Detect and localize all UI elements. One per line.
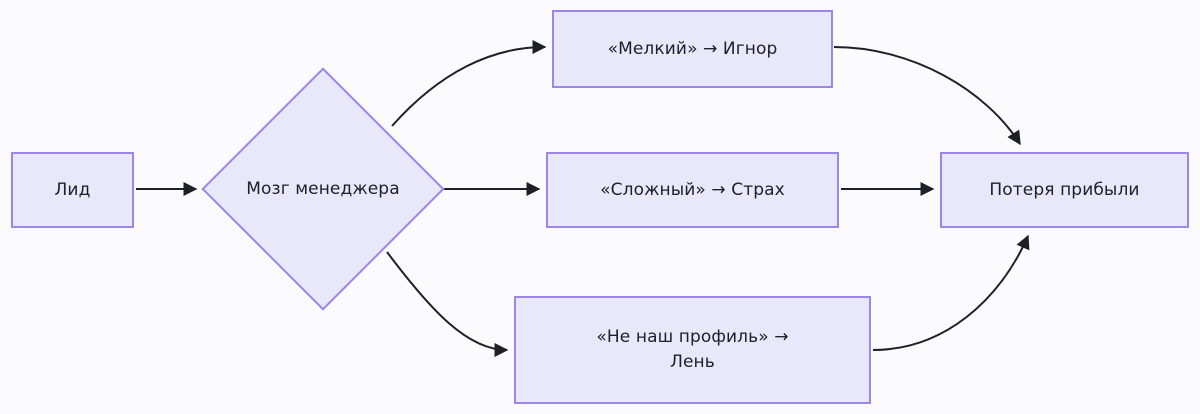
node-profit-loss[interactable]: Потеря прибыли <box>940 152 1189 228</box>
node-complex-fear[interactable]: «Сложный» → Страх <box>546 152 839 228</box>
edge-not-our-profile-to-profit-loss <box>872 234 1030 351</box>
node-small-ignore[interactable]: «Мелкий» → Игнор <box>552 10 833 88</box>
edge-small-to-profit-loss <box>833 46 1021 146</box>
node-manager-brain[interactable]: Мозг менеджера <box>201 67 445 311</box>
node-lead[interactable]: Лид <box>11 152 134 228</box>
node-not-our-profile-laziness[interactable]: «Не наш профиль» → Лень <box>514 296 871 404</box>
node-manager-brain-label: Мозг менеджера <box>246 178 400 199</box>
edge-manager-brain-to-not-our-profile <box>386 251 509 357</box>
edge-manager-brain-to-small <box>391 40 547 127</box>
